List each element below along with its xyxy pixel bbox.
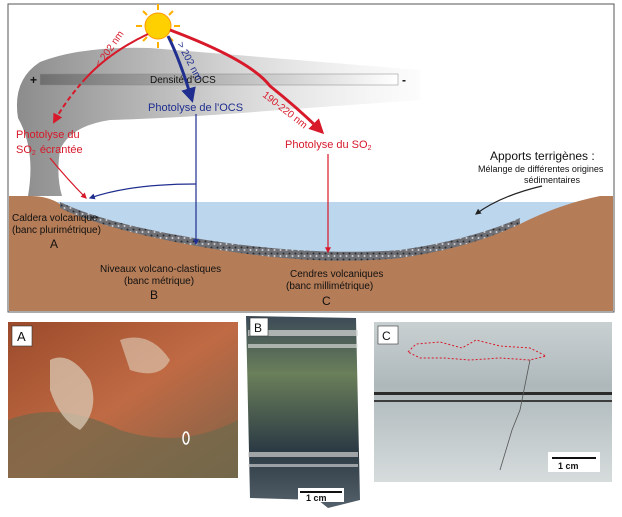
volcano-clastic-letter: B [150,288,158,302]
ash-letter: C [322,294,331,308]
photolysis-so2-subscript: 2 [368,145,372,152]
photo-a: A [8,322,238,478]
photo-b-label: B [254,321,262,335]
photo-c-scale-label: 1 cm [558,461,579,471]
diagram-panel: Densité d'OCS + - < 202 nm > 202 nm 190-… [7,3,615,313]
volcano-clastic-line2: (banc métrique) [124,276,194,287]
terrigenous-line1: Mélange de différentes origines [478,164,604,174]
photolysis-so2-screened-line1: Photolyse du [16,129,80,141]
terrigenous-line2: sédimentaires [524,175,581,185]
caldera-letter: A [50,237,58,251]
photo-c-label: C [382,329,391,343]
photo-a-vegetation [8,412,238,478]
ocs-caldera-arrow [88,183,197,200]
ash-line1: Cendres volcaniques [290,269,383,280]
photo-a-label: A [17,329,26,344]
photo-a-pale-rock-2 [120,337,170,374]
photo-b-band-2 [248,344,358,348]
ray-gt202-arrow [166,35,196,103]
terrigenous-arrow [475,185,543,215]
photo-b-band-4 [248,464,358,467]
volcano-clastic-line1: Niveaux volcano-clastiques [100,264,221,275]
ray-lt202-arrow [85,33,149,79]
photolysis-so2-prefix: Photolyse du SO [285,139,368,151]
ocs-density-label: Densité d'OCS [150,75,216,86]
caldera-line1: Caldera volcanique [12,213,98,224]
so2-screened-deposition-arrow [49,157,87,199]
photo-b-label-box [249,317,269,337]
ray-lt202-dashed-arrow [53,77,87,124]
photolysis-ocs-label: Photolyse de l'OCS [148,102,243,114]
photo-b-band-3 [248,452,358,457]
photo-c-crack [499,359,531,471]
ground-sediment [9,196,613,311]
photo-a-scale-marker [182,431,190,445]
ray-190-220-arrow [169,28,325,135]
ash-line2: (banc millimétrique) [286,281,373,292]
photo-c-dotted-outline [407,339,548,361]
photo-c-label-box [377,325,399,345]
photo-b-scale-label: 1 cm [306,493,327,503]
photo-b: B 1 cm [246,316,360,508]
caldera-line2: (banc plurimétrique) [12,225,101,236]
plus-sign: + [30,73,37,87]
sun-icon [136,4,180,48]
so2-subscript: 2 [32,150,36,157]
photo-b-band-1 [248,330,358,336]
photo-c-dark-band-1 [374,392,612,395]
screened-suffix: écrantée [40,144,83,156]
photolysis-so2-label: Photolyse du SO2 [285,139,372,152]
photolysis-so2-screened-line2: SO2 écrantée [16,144,83,157]
terrigenous-title: Apports terrigènes : [490,149,595,163]
photo-a-pale-rock [50,357,94,430]
minus-sign: - [402,73,406,87]
photo-c: C 1 cm [374,322,612,482]
photo-b-image [246,316,360,508]
photo-a-label-box [11,325,33,347]
photo-c-dark-band-2 [374,400,612,402]
ocs-density-bar [39,73,399,86]
ash-layer [60,202,520,261]
so2-prefix: SO [16,144,32,156]
